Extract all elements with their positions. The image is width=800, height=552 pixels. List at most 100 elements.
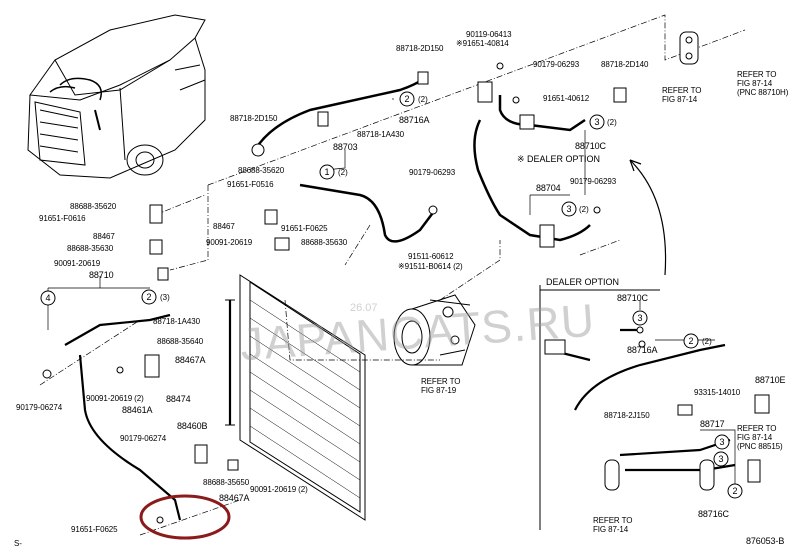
label-88474: 88474 <box>166 394 191 404</box>
callout-3b: 3 (2) <box>561 201 589 217</box>
callout-number: 3 <box>594 117 599 127</box>
label-88688-35640: 88688-35640 <box>157 337 204 346</box>
label-refer-d2: FIG 87-14 <box>593 525 629 534</box>
label-90179-06293-b: 90179-06293 <box>409 168 456 177</box>
callout-2a: 2 (2) <box>399 91 428 107</box>
label-91651-f0625-a: 91651-F0625 <box>281 224 328 233</box>
label-91651-40612: 91651-40612 <box>543 94 590 103</box>
callout-number: 2 <box>688 336 693 346</box>
label-88718-2d150-left: 88718-2D150 <box>230 114 278 123</box>
dealer-option-note: ※ DEALER OPTION <box>517 154 601 164</box>
label-refer-b2: FIG 87-14 <box>662 95 698 104</box>
callout-3e: 3 <box>713 451 729 467</box>
callout-3c: 3 <box>632 310 648 326</box>
label-91651-40814: ※91651-40814 <box>456 39 509 48</box>
label-88718-2d140: 88718-2D140 <box>601 60 649 69</box>
label-90119-06413: 90119-06413 <box>466 30 512 39</box>
callout-3d: 3 <box>714 434 730 450</box>
callout-qty: (2) <box>607 118 617 127</box>
label-88703: 88703 <box>333 142 358 152</box>
callout-qty: (3) <box>160 293 170 302</box>
label-88688-35620-a: 88688-35620 <box>238 166 285 175</box>
callout-2d: 2 <box>727 483 743 499</box>
label-88710c-top: 88710C <box>575 141 606 151</box>
label-88710e: 88710E <box>755 375 786 385</box>
callout-qty: (2) <box>418 95 428 104</box>
label-90091-20619-d: 90091-20619 (2) <box>250 485 308 494</box>
callout-number: 3 <box>719 437 724 447</box>
callout-number: 3 <box>718 454 723 464</box>
label-90179-06293-c: 90179-06293 <box>570 177 617 186</box>
callout-number: 3 <box>637 313 642 323</box>
label-refer-a1: REFER TO <box>737 70 777 79</box>
compressor <box>393 294 476 366</box>
vehicle-outline <box>27 14 206 179</box>
label-88467a-a: 88467A <box>175 355 206 365</box>
label-91651-f0616: 91651-F0616 <box>39 214 86 223</box>
label-88718-2d150-top: 88718-2D150 <box>396 44 444 53</box>
callout-number: 2 <box>732 486 737 496</box>
tag-lines <box>47 98 736 485</box>
highlight-circle <box>139 494 231 540</box>
dealer-option-box <box>539 285 660 530</box>
label-refer-c1: REFER TO <box>737 424 777 433</box>
callout-qty: (2) <box>338 168 348 177</box>
label-88461a: 88461A <box>122 405 153 415</box>
label-88716c: 88716C <box>698 509 729 519</box>
callout-number: 2 <box>146 292 151 302</box>
label-88710: 88710 <box>89 270 114 280</box>
label-refer-a3: (PNC 88710H) <box>737 88 789 97</box>
callout-number: 2 <box>404 94 409 104</box>
label-refer-87-19b: FIG 87-19 <box>421 386 457 395</box>
callout-4: 4 <box>40 290 56 306</box>
label-88688-35630-b: 88688-35630 <box>67 244 114 253</box>
label-88710c-box: 88710C <box>617 293 648 303</box>
label-88467a-b: 88467A <box>219 493 250 503</box>
callout-number: 4 <box>45 293 50 303</box>
label-refer-87-19: REFER TO <box>421 377 461 386</box>
callout-number: 3 <box>566 204 571 214</box>
label-90091-20619-b: 90091-20619 <box>54 259 101 268</box>
diagram-id: 876053-B <box>746 536 785 546</box>
condenser <box>225 274 366 521</box>
label-refer-a2: FIG 87-14 <box>737 79 773 88</box>
callout-number: 1 <box>324 167 329 177</box>
label-88718-2j150: 88718-2J150 <box>604 411 650 420</box>
label-s-prefix: S- <box>14 539 22 548</box>
label-90179-06293-a: 90179-06293 <box>533 60 580 69</box>
label-90179-06274-b: 90179-06274 <box>120 434 167 443</box>
label-88718-1a430-top: 88718-1A430 <box>357 130 404 139</box>
label-refer-d1: REFER TO <box>593 516 633 525</box>
callout-2b: 2 (3) <box>141 289 170 305</box>
label-88716a-box: 88716A <box>627 345 658 355</box>
label-refer-c3: (PNC 88515) <box>737 442 783 451</box>
label-91651-f0516: 91651-F0516 <box>227 180 274 189</box>
label-90179-06274-a: 90179-06274 <box>16 403 63 412</box>
label-88688-35620-b: 88688-35620 <box>70 202 117 211</box>
callout-1: 1 (2) <box>319 164 348 180</box>
dealer-option-title: DEALER OPTION <box>546 277 620 287</box>
label-88688-35650: 88688-35650 <box>203 478 250 487</box>
label-93315-14010: 93315-14010 <box>694 388 741 397</box>
leader-lines <box>39 14 746 536</box>
label-88716a-top: 88716A <box>399 115 430 125</box>
callout-qty: (2) <box>579 205 589 214</box>
dealer-arrow <box>629 159 667 276</box>
callout-3a: 3 (2) <box>589 114 617 130</box>
label-88467-b: 88467 <box>93 232 115 241</box>
label-88688-35630-a: 88688-35630 <box>301 238 348 247</box>
label-88718-1a430-b: 88718-1A430 <box>153 317 200 326</box>
callout-2c: 2 (2) <box>683 333 712 349</box>
label-refer-c2: FIG 87-14 <box>737 433 773 442</box>
hose-88710 <box>64 313 182 521</box>
callout-qty: (2) <box>702 337 712 346</box>
label-91511-b0614: ※91511-B0614 (2) <box>398 262 463 271</box>
label-90091-20619-a: 90091-20619 <box>206 238 253 247</box>
label-88717: 88717 <box>700 419 725 429</box>
label-90091-20619-c: 90091-20619 (2) <box>86 394 144 403</box>
label-88467-a: 88467 <box>213 222 235 231</box>
label-88460b: 88460B <box>177 421 208 431</box>
label-88704: 88704 <box>536 183 561 193</box>
label-91511-60612: 91511-60612 <box>408 252 454 261</box>
